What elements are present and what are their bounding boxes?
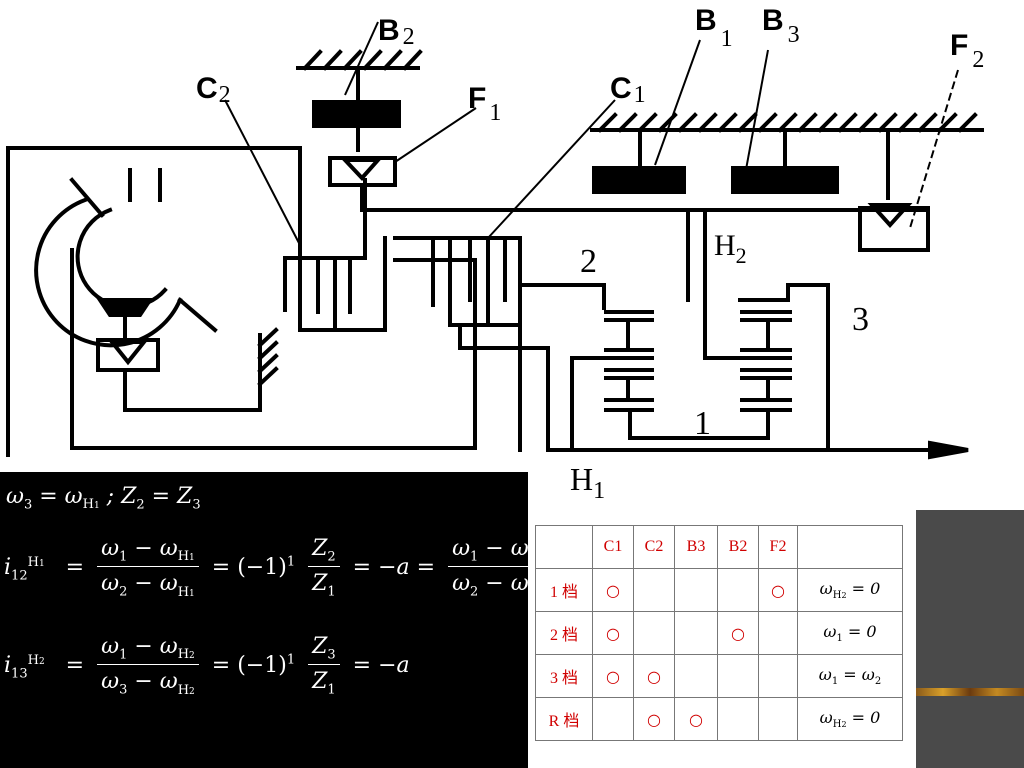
side-panel <box>916 510 1024 768</box>
table-header-row: C1 C2 B3 B2 F2 <box>535 525 903 569</box>
engage-mark <box>717 697 759 741</box>
engage-mark: ○ <box>592 654 634 698</box>
gear-label: 1 档 <box>535 568 593 612</box>
gear-label: R 档 <box>535 697 593 741</box>
label-c2: C2 <box>196 72 231 108</box>
condition: ωH2 = 0 <box>797 568 903 612</box>
gear-label: 2 档 <box>535 611 593 655</box>
engage-mark <box>758 697 798 741</box>
table-row: 2 档 ○ ○ ω1 = 0 <box>535 611 903 655</box>
engage-mark <box>717 654 759 698</box>
engage-mark: ○ <box>758 568 798 612</box>
decorative-stripe <box>916 688 1024 696</box>
engage-mark <box>592 697 634 741</box>
engage-mark <box>633 611 675 655</box>
engage-mark <box>717 568 759 612</box>
table-row: 3 档 ○ ○ ω1 = ω2 <box>535 654 903 698</box>
engage-mark <box>633 568 675 612</box>
engage-mark <box>674 654 718 698</box>
engage-mark <box>674 611 718 655</box>
label-gear-3: 3 <box>852 301 869 338</box>
engage-mark: ○ <box>633 697 675 741</box>
label-h2: H2 <box>714 229 747 268</box>
table-header-cell: C1 <box>592 525 634 569</box>
condition: ω1 = 0 <box>797 611 903 655</box>
engage-mark: ○ <box>592 568 634 612</box>
engage-mark: ○ <box>717 611 759 655</box>
label-gear-2: 2 <box>580 243 597 280</box>
torque-converter <box>34 197 183 348</box>
table-header-cell: F2 <box>758 525 798 569</box>
condition: ω1 = ω2 <box>797 654 903 698</box>
label-c1: C1 <box>610 72 646 108</box>
gear-label: 3 档 <box>535 654 593 698</box>
engage-mark <box>758 654 798 698</box>
engage-mark: ○ <box>633 654 675 698</box>
shift-table: C1 C2 B3 B2 F2 1 档 ○ ○ ωH2 = 0 2 档 ○ ○ ω… <box>535 525 903 741</box>
engage-mark <box>758 611 798 655</box>
table-header-cell <box>535 525 593 569</box>
table-header-cell: B3 <box>674 525 718 569</box>
formula-line-1: ω3 = ωH1 ; Z2 = Z3 <box>6 484 201 513</box>
condition: ωH2 = 0 <box>797 697 903 741</box>
table-header-cell <box>797 525 903 569</box>
table-row: 1 档 ○ ○ ωH2 = 0 <box>535 568 903 612</box>
table-row: R 档 ○ ○ ωH2 = 0 <box>535 697 903 741</box>
engage-mark: ○ <box>674 697 718 741</box>
engage-mark: ○ <box>592 611 634 655</box>
shift-table-container: C1 C2 B3 B2 F2 1 档 ○ ○ ωH2 = 0 2 档 ○ ○ ω… <box>529 519 916 768</box>
engage-mark <box>674 568 718 612</box>
table-header-cell: B2 <box>717 525 759 569</box>
label-gear-1: 1 <box>694 405 711 442</box>
label-b1: B1 <box>695 4 733 52</box>
table-header-cell: C2 <box>633 525 675 569</box>
label-h1: H1 <box>570 461 605 504</box>
